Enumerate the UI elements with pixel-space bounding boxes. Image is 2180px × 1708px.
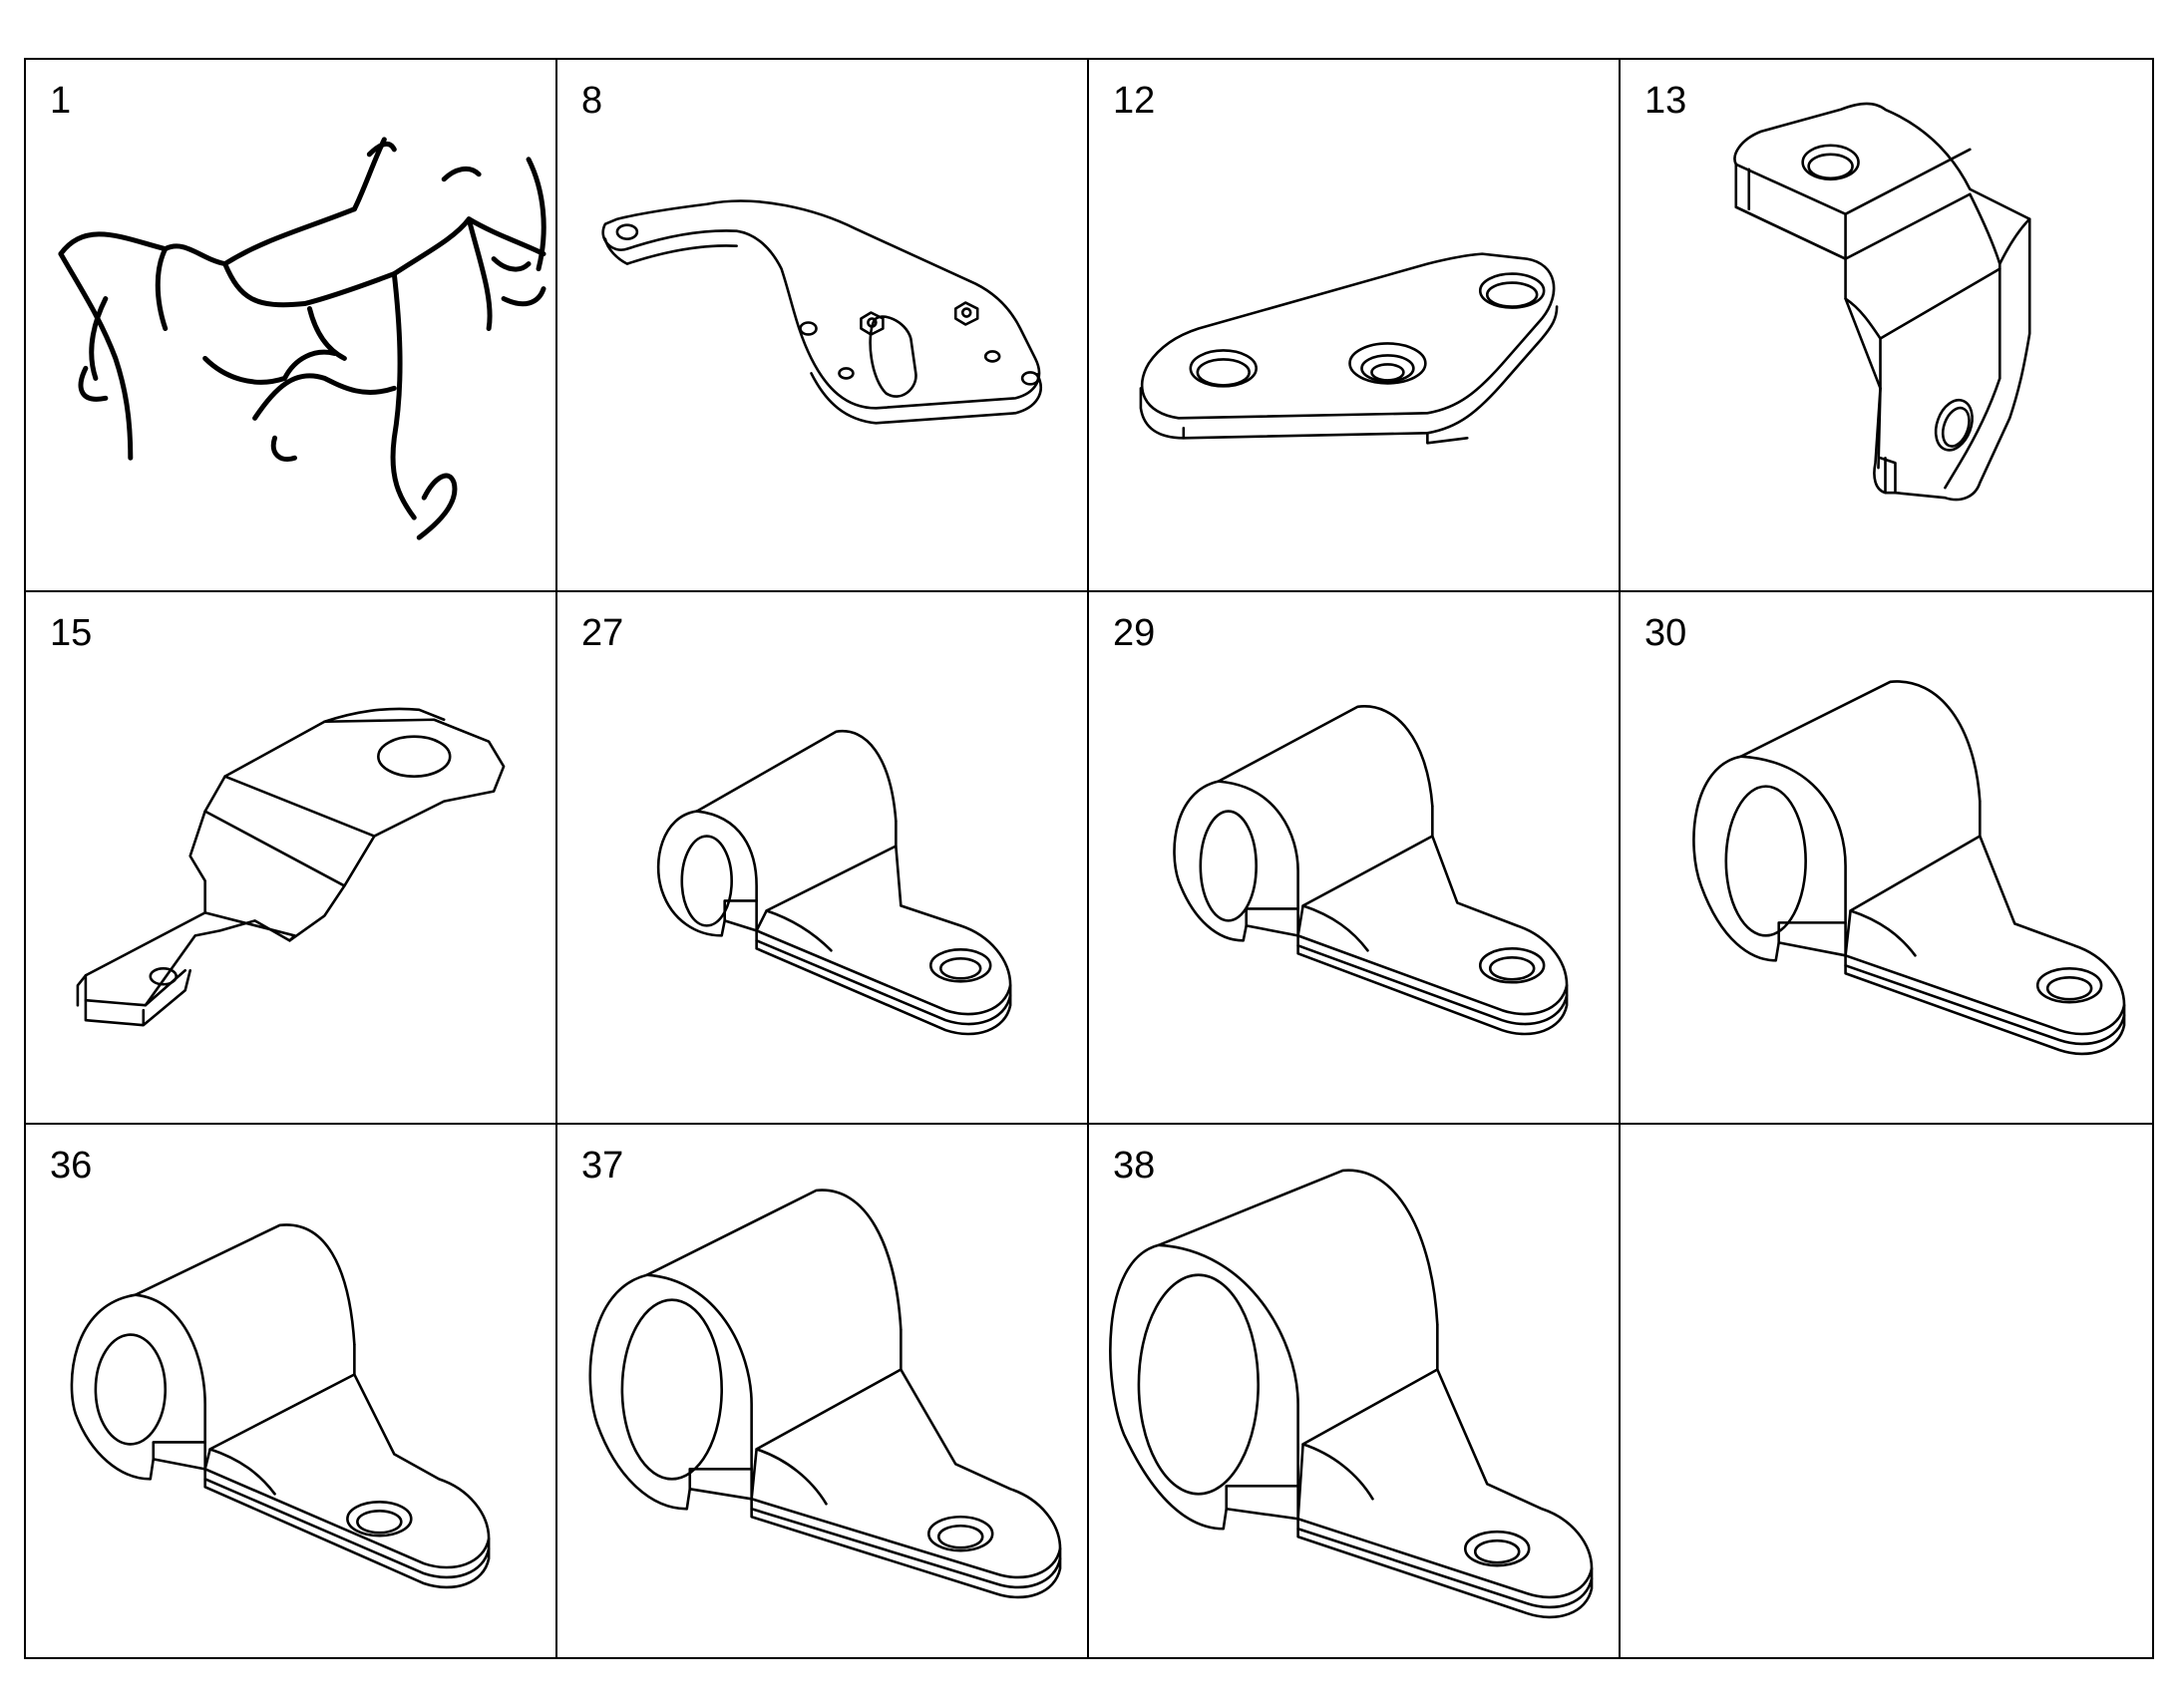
p-clamp-icon — [1173, 705, 1569, 1036]
part-number: 12 — [1113, 80, 1156, 122]
part-number: 15 — [50, 612, 93, 654]
part-cell-8: 8 — [557, 60, 1089, 592]
part-number: 36 — [50, 1145, 93, 1187]
part-number: 29 — [1113, 612, 1156, 654]
l-bracket-icon — [1733, 102, 2031, 502]
part-number: 13 — [1644, 80, 1687, 122]
part-cell-36: 36 — [26, 1125, 557, 1657]
p-clamp-icon — [1692, 680, 2126, 1056]
part-cell-15: 15 — [26, 592, 557, 1125]
mounting-bracket-icon — [601, 199, 1042, 425]
part-cell-29: 29 — [1089, 592, 1621, 1125]
bent-strap-bracket-icon — [76, 707, 506, 1027]
p-clamp-icon — [588, 1189, 1062, 1599]
part-cell-27: 27 — [557, 592, 1089, 1125]
part-cell-37: 37 — [557, 1125, 1089, 1657]
part-cell-30: 30 — [1621, 592, 2152, 1125]
mounting-plate-icon — [1139, 252, 1559, 445]
part-number: 37 — [581, 1145, 624, 1187]
part-number: 30 — [1644, 612, 1687, 654]
parts-grid: 1 8 — [24, 58, 2154, 1659]
part-cell-1: 1 — [26, 60, 557, 592]
part-cell-38: 38 — [1089, 1125, 1621, 1657]
part-number: 8 — [581, 80, 603, 122]
part-cell-13: 13 — [1621, 60, 2152, 592]
wiring-harness-icon — [58, 137, 546, 540]
p-clamp-icon — [1109, 1169, 1594, 1619]
empty-cell — [1621, 1125, 2152, 1657]
p-clamp-icon — [656, 729, 1012, 1036]
part-number: 27 — [581, 612, 624, 654]
part-cell-12: 12 — [1089, 60, 1621, 592]
part-number: 1 — [50, 80, 72, 122]
p-clamp-icon — [70, 1223, 491, 1589]
part-number: 38 — [1113, 1145, 1156, 1187]
